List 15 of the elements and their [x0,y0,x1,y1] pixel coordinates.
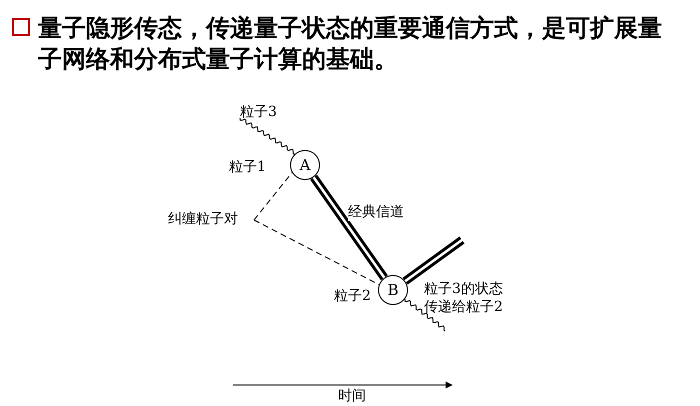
node-caption: 粒子1 [229,158,266,176]
double-line [310,174,388,281]
node-caption: 粒子2 [334,287,371,305]
node-caption: 粒子3的状态传递给粒子2 [424,280,504,316]
dashed-line [254,172,293,220]
node-circle: A [290,150,320,180]
title: 量子隐形传态，传递量子状态的重要通信方式，是可扩展量子网络和分布式量子计算的基础。 [38,12,663,74]
edge-label: 经典信道 [348,203,404,221]
wavy-line [240,118,296,155]
node-label: 粒子3 [240,104,284,120]
axis-label: 时间 [338,387,366,405]
node-label: 纠缠粒子对 [168,211,254,229]
node-circle: B [378,275,408,305]
dashed-line [254,220,380,286]
wavy-line [404,298,446,332]
